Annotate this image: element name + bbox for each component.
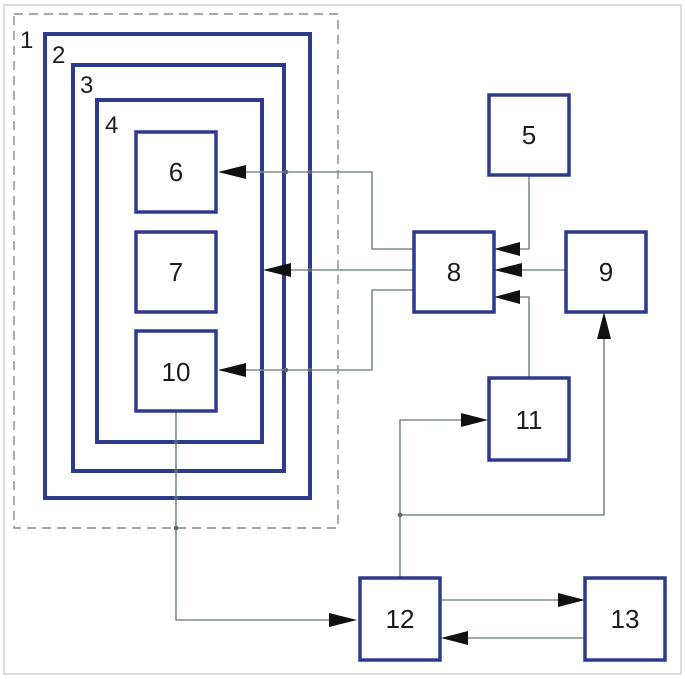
nested-block-3 [95,98,264,444]
block-11-border [487,376,571,462]
arrowhead-11-into-8 [494,290,520,304]
arrowhead-into-level4 [263,263,291,277]
block-10-label: 10 [162,357,191,387]
block-12-border [358,576,442,662]
junction-dot [173,495,179,501]
arrowheads [218,165,611,645]
block-5: 5 [487,93,571,177]
arrowhead-5-into-8 [494,242,520,256]
block-7: 7 [134,230,218,314]
block-8: 8 [412,230,496,314]
level-label-2: 2 [52,42,65,69]
connector-12-to-9 [400,338,605,516]
block-9-label: 9 [599,257,613,287]
block-11: 11 [487,376,571,462]
arrowhead-13-into-12 [441,631,468,645]
block-12: 12 [358,576,442,662]
block-13-label: 13 [611,604,640,634]
connector-5-to-8 [518,175,530,250]
junction-dot [283,367,289,373]
junction-dot [173,468,179,474]
connector-10-to-12 [175,411,330,621]
block-5-label: 5 [522,120,536,150]
arrowhead-into-11 [461,413,488,427]
junction-dot [283,169,289,175]
level-label-4: 4 [105,112,118,139]
junction-dot [307,367,313,373]
junction-dot [173,525,179,531]
block-10: 10 [134,329,218,413]
level-label-3: 3 [80,72,93,99]
block-11-label: 11 [516,405,543,435]
block-10-border [134,329,218,413]
arrowhead-into-6 [218,165,246,179]
block-8-border [412,230,496,314]
block-8-label: 8 [447,257,461,287]
junction-dot [307,169,313,175]
arrowhead-9-into-8 [494,263,522,277]
block-6-border [134,130,218,214]
block-13-border [583,576,667,662]
block-13: 13 [583,576,667,662]
connector-12-to-11 [399,419,463,578]
block-6-label: 6 [169,157,183,187]
connector-8-to-6 [245,171,414,250]
arrowhead-into-12 [329,613,357,627]
arrowhead-into-13 [558,593,585,607]
level-label-1: 1 [20,27,33,54]
block-9-border [564,230,648,314]
junction-dot [397,512,403,518]
connector-11-to-8 [518,296,530,378]
block-7-label: 7 [169,257,183,287]
block-6: 6 [134,130,218,214]
junction-dot [173,439,179,445]
outer-frame [3,4,682,675]
arrowhead-into-9 [597,312,611,339]
block-7-border [134,230,218,314]
junction-dots [173,169,403,531]
block-5-border [487,93,571,177]
block-9: 9 [564,230,648,314]
connector-8-to-10 [245,289,414,371]
arrowhead-into-10 [218,363,246,377]
dashed-group-region [13,13,339,529]
block-12-label: 12 [386,604,415,634]
junction-dot [307,267,313,273]
